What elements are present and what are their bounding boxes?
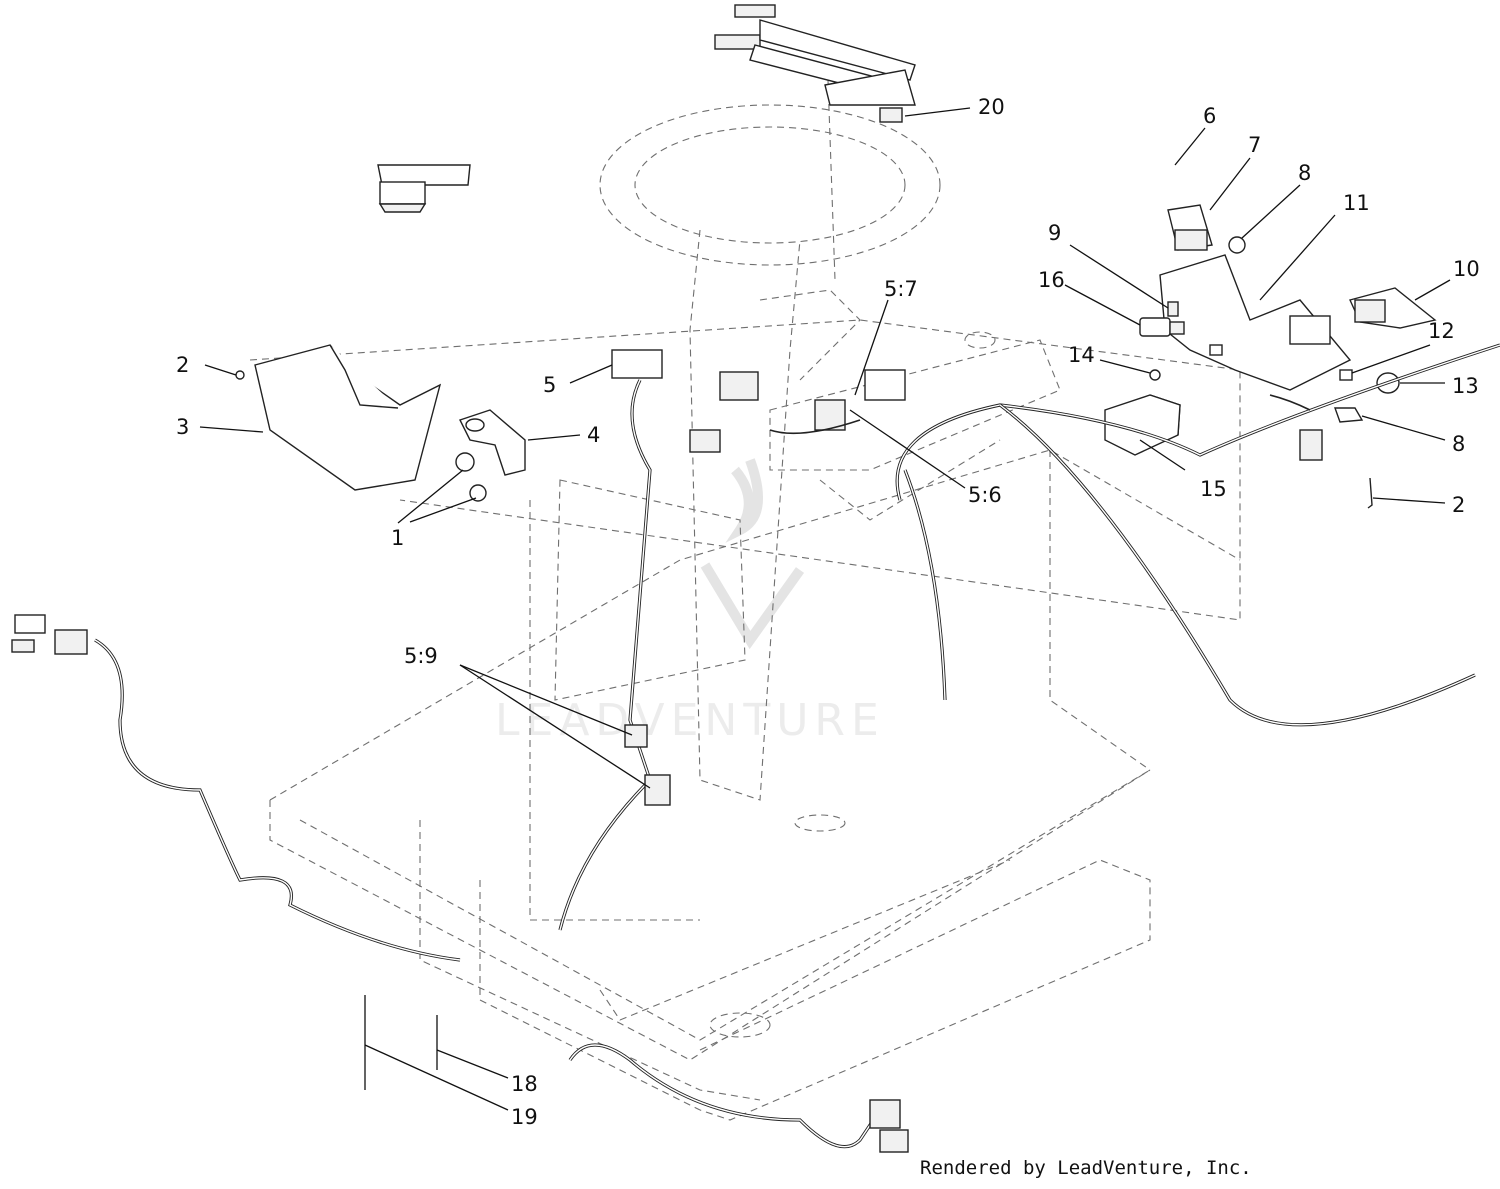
callout-7[interactable]: 7	[1248, 133, 1261, 157]
callout-1[interactable]: 1	[391, 526, 404, 550]
left-harness-connectors	[11, 429, 1323, 1153]
leader-lines	[199, 107, 1451, 1111]
wire-harness	[94, 343, 1500, 1149]
callout-4[interactable]: 4	[587, 423, 600, 447]
part-switch-6	[377, 164, 471, 213]
part-screw-2-right	[1367, 477, 1373, 509]
part-bolt-8-lower	[1334, 407, 1364, 423]
part-harness-connectors-5	[611, 349, 906, 453]
callout-2-left[interactable]: 2	[176, 353, 189, 377]
part-clip-12	[1339, 369, 1353, 381]
callout-5-7[interactable]: 5:7	[884, 277, 918, 301]
part-nut-1b	[469, 484, 487, 502]
part-grommet-8-top	[1228, 236, 1246, 254]
callout-19[interactable]: 19	[511, 1105, 538, 1129]
callout-2-right[interactable]: 2	[1452, 493, 1465, 517]
steering-wheel-ghost	[599, 79, 941, 801]
callout-16[interactable]: 16	[1038, 268, 1065, 292]
watermark-text: LEADVENTURE	[495, 695, 885, 746]
watermark-logo: LEADVENTURE	[495, 458, 885, 746]
callout-9[interactable]: 9	[1048, 221, 1061, 245]
callouts: 20 6 7 8 11 9 10 16 5:7 12 14 13 2 5 3 4…	[176, 95, 1480, 1129]
part-connector-10	[1349, 287, 1437, 329]
part-bracket-4	[459, 409, 526, 476]
callout-14[interactable]: 14	[1068, 343, 1095, 367]
part-cover-3	[254, 344, 442, 491]
frame-ghost	[249, 319, 1241, 1121]
part-screw-2-left	[235, 370, 245, 380]
callout-8-lower[interactable]: 8	[1452, 432, 1465, 456]
callout-6[interactable]: 6	[1203, 104, 1216, 128]
part-control-cables-20	[714, 4, 916, 123]
callout-20[interactable]: 20	[978, 95, 1005, 119]
callout-12[interactable]: 12	[1428, 319, 1455, 343]
callout-18[interactable]: 18	[511, 1072, 538, 1096]
credit-text: Rendered by LeadVenture, Inc.	[920, 1157, 1252, 1179]
callout-15[interactable]: 15	[1200, 477, 1227, 501]
callout-5[interactable]: 5	[543, 373, 556, 397]
part-nut-1a	[455, 452, 475, 472]
callout-3[interactable]: 3	[176, 415, 189, 439]
callout-10[interactable]: 10	[1453, 257, 1480, 281]
part-nut-14	[1149, 369, 1161, 381]
part-clip-9	[1167, 301, 1179, 317]
part-sensor-16	[1139, 317, 1185, 337]
callout-11[interactable]: 11	[1343, 191, 1370, 215]
callout-5-9[interactable]: 5:9	[404, 644, 438, 668]
callout-8-top[interactable]: 8	[1298, 161, 1311, 185]
part-switch-7	[1167, 204, 1213, 251]
part-bracket-11	[1159, 254, 1352, 391]
callout-13[interactable]: 13	[1452, 374, 1479, 398]
callout-5-6[interactable]: 5:6	[968, 483, 1002, 507]
